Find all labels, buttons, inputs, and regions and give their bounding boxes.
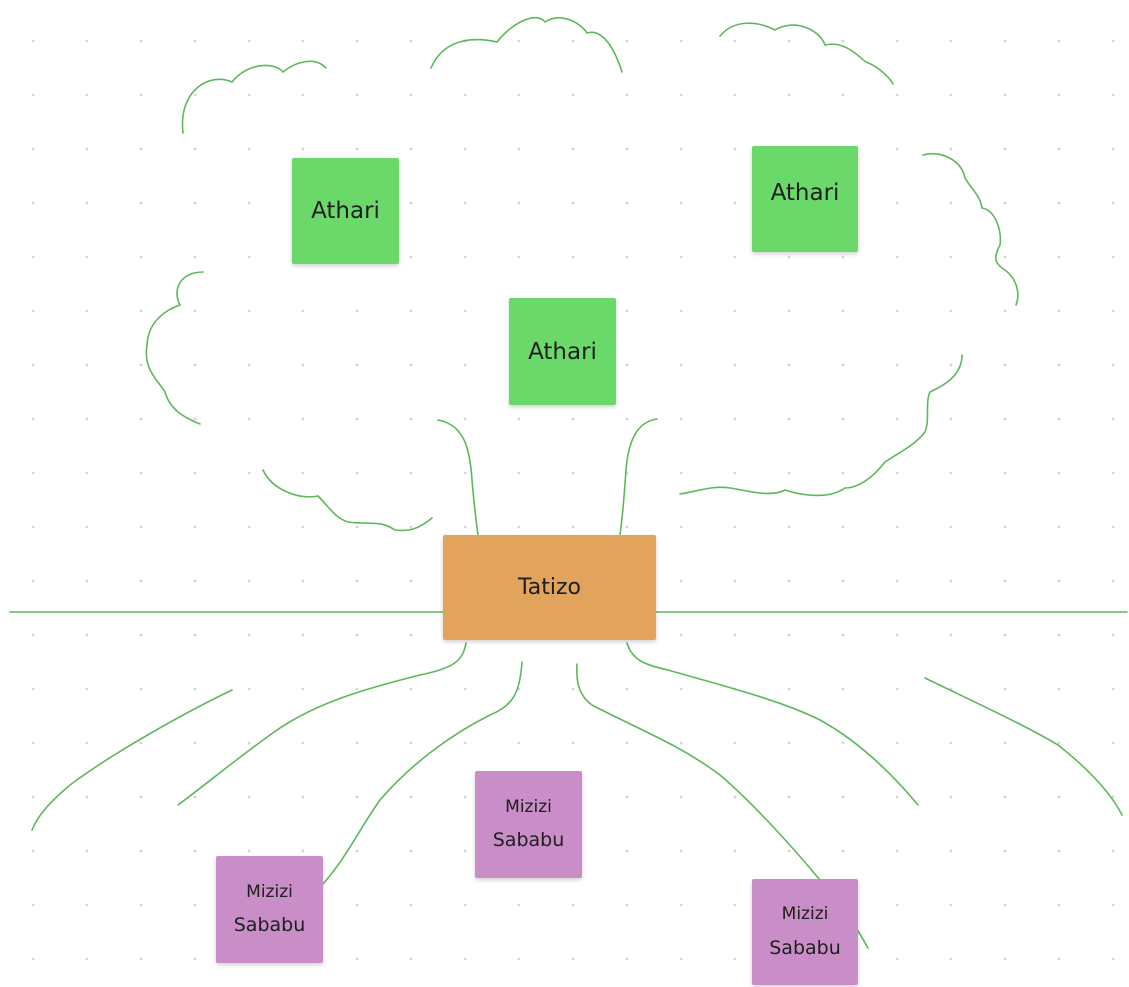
canopy-outline <box>145 271 204 425</box>
trunk-line <box>437 419 479 536</box>
problem-note[interactable]: Tatizo <box>443 535 656 640</box>
effect-label: Athari <box>311 198 380 224</box>
canopy-outline <box>679 354 963 497</box>
cause-note[interactable]: Mizizi Sababu <box>752 879 858 985</box>
root-line <box>321 661 523 886</box>
cause-line-1: Mizizi <box>781 904 829 925</box>
canopy-outline <box>430 16 623 73</box>
effect-note[interactable]: Athari <box>509 298 616 405</box>
cause-line-2: Sababu <box>233 914 306 937</box>
canopy-outline <box>922 153 1019 306</box>
problem-label: Tatizo <box>517 575 582 600</box>
cause-note[interactable]: Mizizi Sababu <box>216 856 323 963</box>
cause-note[interactable]: Mizizi Sababu <box>475 771 582 878</box>
canopy-outline <box>262 469 433 532</box>
canopy-outline <box>719 22 894 85</box>
effect-label: Athari <box>528 338 597 365</box>
effect-label: Athari <box>770 180 840 206</box>
cause-line-2: Sababu <box>769 936 841 959</box>
effect-note[interactable]: Athari <box>292 158 399 264</box>
root-line <box>31 689 233 831</box>
root-line <box>626 642 919 806</box>
effect-note[interactable]: Athari <box>752 146 858 252</box>
canopy-outline <box>181 60 327 134</box>
root-line <box>177 642 467 806</box>
root-line <box>924 677 1123 816</box>
cause-line-1: Mizizi <box>246 881 293 902</box>
cause-line-1: Mizizi <box>505 796 552 817</box>
trunk-line <box>619 418 658 536</box>
cause-line-2: Sababu <box>492 829 565 852</box>
